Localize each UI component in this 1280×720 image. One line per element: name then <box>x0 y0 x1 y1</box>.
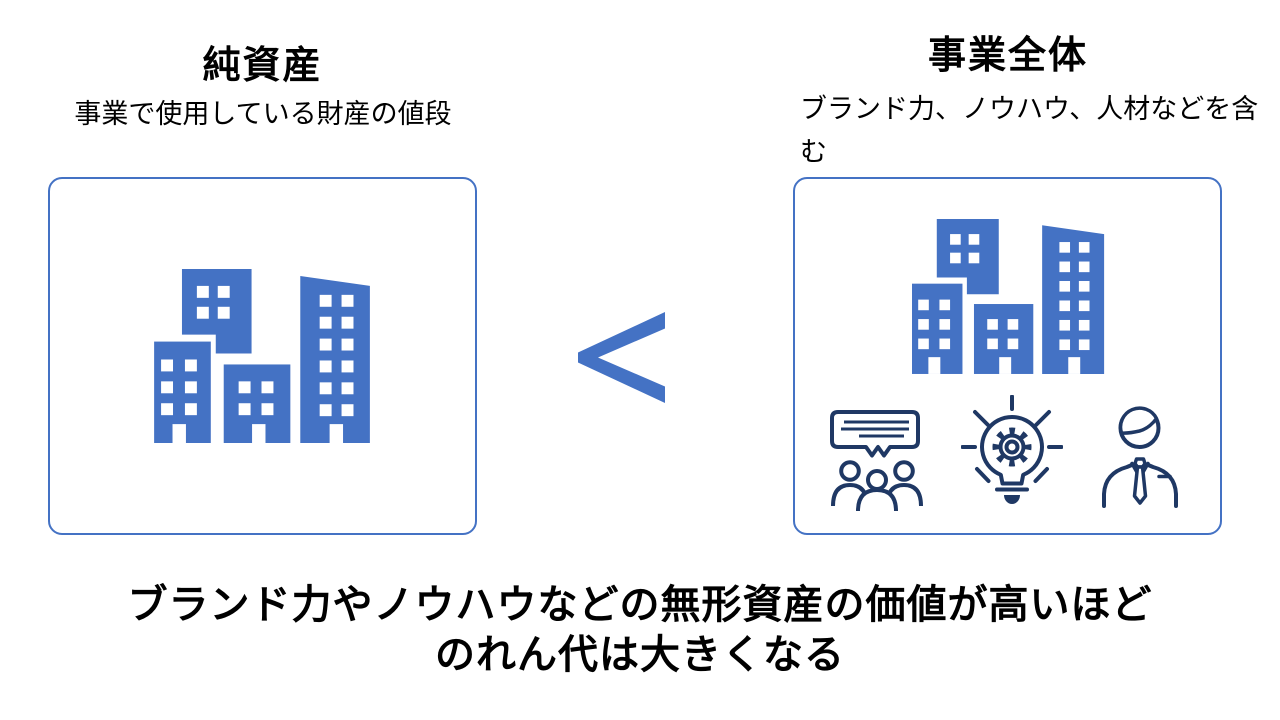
discussion-icon <box>830 410 923 512</box>
whole-business-box <box>793 177 1222 535</box>
less-than-icon <box>578 312 665 403</box>
idea-lightbulb-icon <box>961 395 1063 504</box>
right-panel-subtitle: ブランド力、ノウハウ、人材などを含む <box>800 94 1259 167</box>
buildings-icon <box>154 269 370 443</box>
caption-line-1: ブランド力やノウハウなどの無形資産の価値が高いほど <box>127 583 1153 627</box>
left-panel-title: 純資産 <box>202 45 323 87</box>
net-assets-box <box>48 177 477 535</box>
buildings-icon <box>912 219 1105 374</box>
businessman-icon <box>1102 406 1178 508</box>
caption-line-2: のれん代は大きくなる <box>435 633 845 677</box>
right-panel-title: 事業全体 <box>927 35 1088 77</box>
caption: ブランド力やノウハウなどの無形資産の価値が高いほど のれん代は大きくなる <box>0 580 1280 680</box>
left-panel-subtitle: 事業で使用している財産の値段 <box>74 99 452 129</box>
